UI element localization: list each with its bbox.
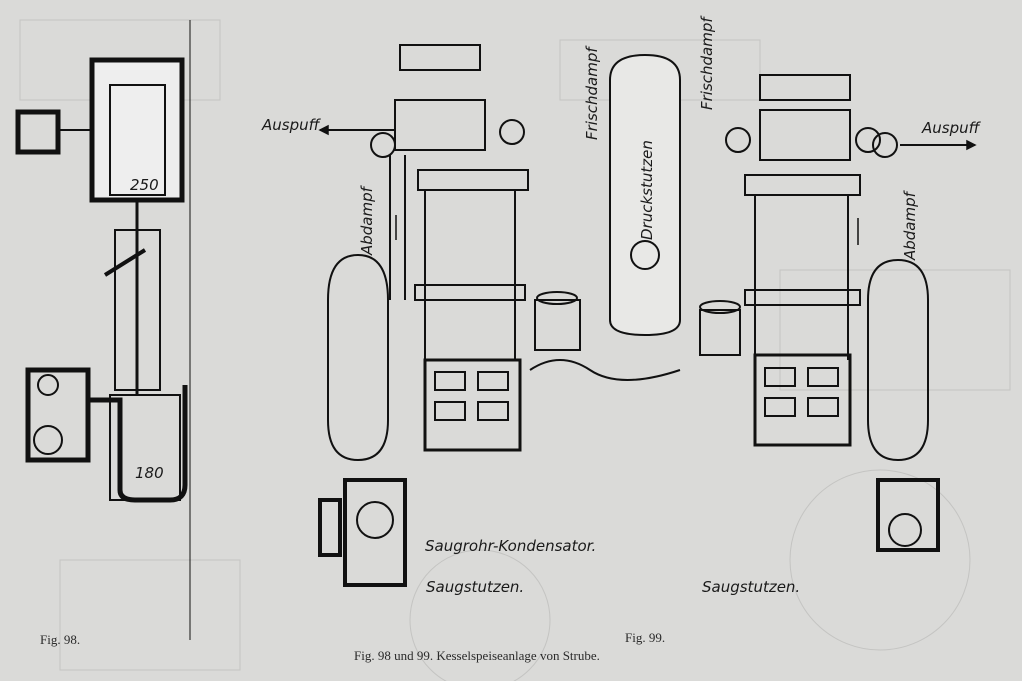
label-auspuff-right: Auspuff [921,119,982,137]
label-abdampf-right: Abdampf [901,189,919,261]
figure-caption: Fig. 98 und 99. Kesselspeiseanlage von S… [354,648,600,663]
fig99-left-pump [318,44,581,587]
fig99-label: Fig. 99. [625,630,666,645]
label-druckstutzen: Druckstutzen [638,140,656,240]
label-saugstutzen-left: Saugstutzen. [426,578,524,596]
arrows [318,124,977,245]
label-saugstutzen-right: Saugstutzen. [702,578,800,596]
fig99-right-pump [699,74,975,552]
fig98-drawing [15,20,191,640]
label-saugrohr-kondensator: Saugrohr-Kondensator. [425,537,596,555]
fig98-label: Fig. 98. [40,632,81,647]
druckstutzen-vessel [529,53,681,381]
dimension-250: 250 [130,176,159,194]
label-auspuff-left: Auspuff [261,116,322,134]
label-abdampf-left: Abdampf [358,184,376,256]
label-frischdampf-left: Frischdampf [583,45,601,140]
dimension-180: 180 [135,464,164,482]
label-frischdampf-right: Frischdampf [698,15,716,110]
